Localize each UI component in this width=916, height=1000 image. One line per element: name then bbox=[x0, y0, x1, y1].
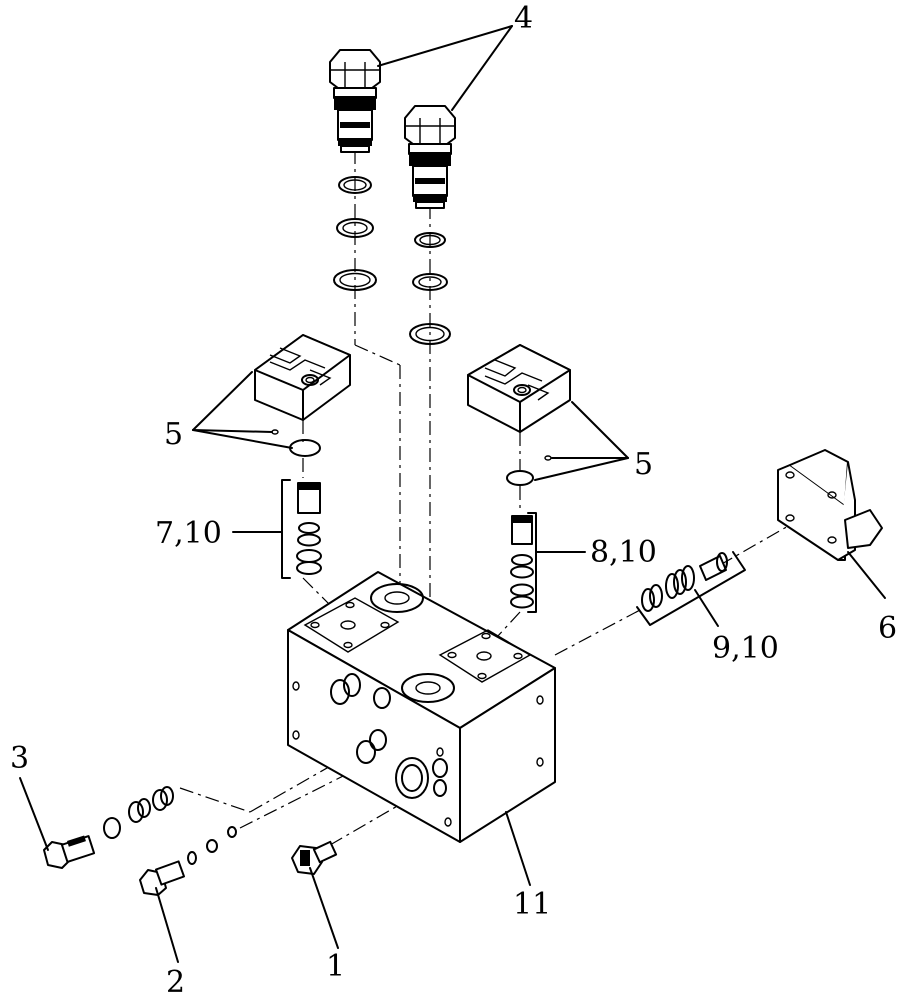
plug-assembly-3 bbox=[43, 786, 174, 869]
callout-5-left: 5 bbox=[164, 417, 183, 452]
cover-plate-left bbox=[254, 334, 351, 421]
callout-4: 4 bbox=[514, 1, 533, 36]
side-cover-valve bbox=[777, 449, 883, 561]
group-brackets bbox=[281, 479, 746, 626]
cover-plate-right bbox=[467, 344, 571, 433]
callout-1: 1 bbox=[326, 949, 345, 984]
callout-3: 3 bbox=[10, 741, 29, 776]
callout-6: 6 bbox=[878, 611, 897, 646]
cartridge-spring-left bbox=[296, 482, 322, 575]
callout-7-10: 7,10 bbox=[155, 516, 222, 551]
callout-labels: 4 5 5 7,10 8,10 9,10 6 11 3 2 1 bbox=[10, 1, 897, 1000]
fitting-1 bbox=[291, 840, 338, 875]
manifold-block bbox=[287, 571, 556, 843]
leader-lines bbox=[19, 25, 886, 963]
callout-2: 2 bbox=[166, 965, 185, 1000]
seal-rings-left-stack bbox=[333, 176, 377, 291]
callout-8-10: 8,10 bbox=[590, 535, 657, 570]
cartridge-valve-left bbox=[329, 49, 381, 153]
callout-11: 11 bbox=[513, 887, 551, 922]
plug-assembly-2 bbox=[139, 826, 237, 896]
cartridge-valve-right bbox=[404, 105, 456, 209]
cartridge-spring-right bbox=[510, 515, 534, 609]
side-cartridge-spring bbox=[641, 552, 728, 612]
callout-5-right: 5 bbox=[634, 447, 653, 482]
seal-rings-right-stack bbox=[409, 232, 451, 345]
small-seals-part5 bbox=[271, 429, 552, 486]
callout-9-10: 9,10 bbox=[712, 631, 779, 666]
